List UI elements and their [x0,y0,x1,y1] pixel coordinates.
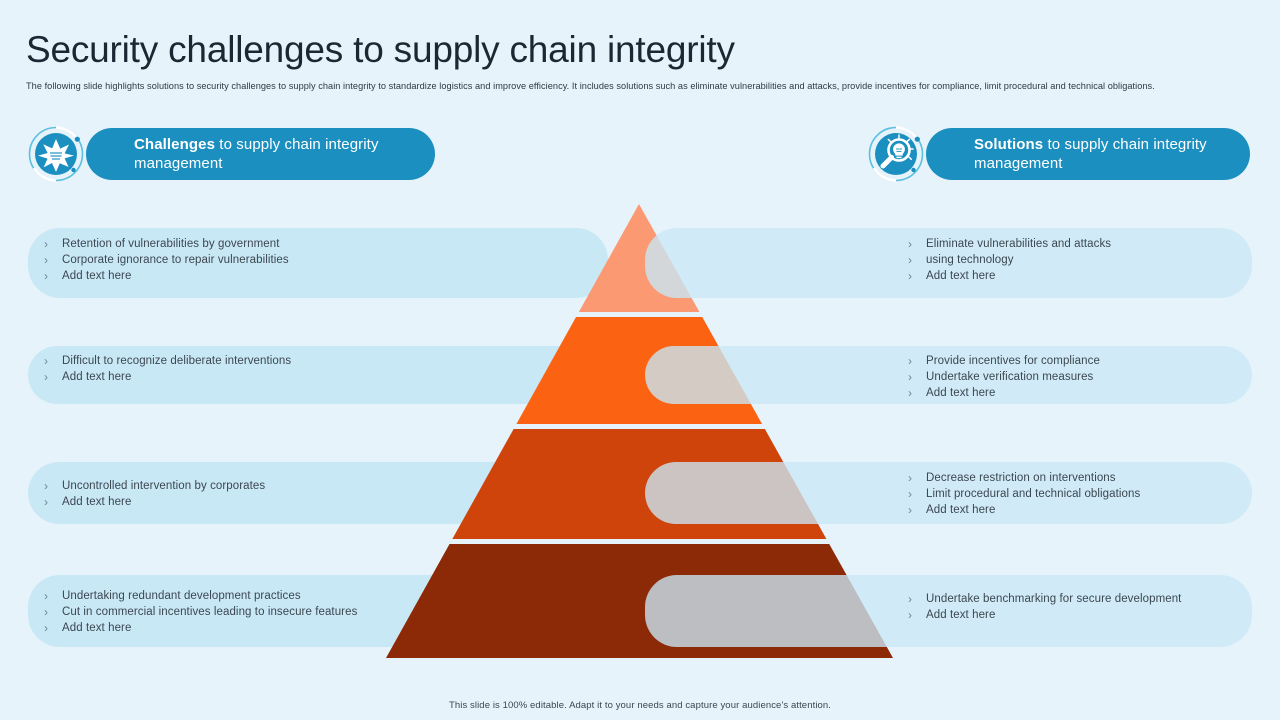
chevron-right-icon: › [908,253,912,267]
solution-list-4: ›Undertake benchmarking for secure devel… [908,591,1181,623]
list-item: ›Corporate ignorance to repair vulnerabi… [44,253,289,267]
broken-shield-burst-icon [28,126,84,182]
list-item: ›Add text here [44,495,132,509]
list-item: ›Add text here [908,503,996,517]
list-item: ›Limit procedural and technical obligati… [908,487,1141,501]
solution-list-1: ›Eliminate vulnerabilities and attacks ›… [908,236,1111,284]
list-item: ›Undertake benchmarking for secure devel… [908,592,1182,606]
chevron-right-icon: › [908,592,912,606]
slide-description: The following slide highlights solutions… [26,81,1155,91]
chevron-right-icon: › [44,354,48,368]
chevron-right-icon: › [44,269,48,283]
page-title: Security challenges to supply chain inte… [26,29,735,70]
list-item: ›Add text here [908,386,996,400]
chevron-right-icon: › [44,479,48,493]
challenge-list-1: ›Retention of vulnerabilities by governm… [44,236,289,284]
chevron-right-icon: › [44,237,48,251]
list-item: ›Add text here [44,621,132,635]
list-item: ›Cut in commercial incentives leading to… [44,605,358,619]
solutions-header-pill[interactable]: Solutions to supply chain integrity mana… [926,128,1250,180]
chevron-right-icon: › [908,269,912,283]
list-item: ›Add text here [44,370,132,384]
chevron-right-icon: › [908,386,912,400]
list-item: ›Add text here [908,608,996,622]
chevron-right-icon: › [44,605,48,619]
challenge-list-4: ›Undertaking redundant development pract… [44,588,357,636]
list-item: ›Retention of vulnerabilities by governm… [44,237,280,251]
list-item: ›Add text here [44,269,132,283]
list-item: ›Decrease restriction on interventions [908,471,1116,485]
challenge-list-3: ›Uncontrolled intervention by corporates… [44,478,265,510]
list-item: ›Add text here [908,269,996,283]
chevron-right-icon: › [44,370,48,384]
challenges-header-pill[interactable]: Challenges to supply chain integrity man… [86,128,435,180]
chevron-right-icon: › [908,608,912,622]
chevron-right-icon: › [44,495,48,509]
solution-list-3: ›Decrease restriction on interventions ›… [908,470,1140,518]
solutions-header-label: Solutions to supply chain integrity mana… [974,136,1207,172]
list-item: ›Undertaking redundant development pract… [44,589,301,603]
solution-list-2: ›Provide incentives for compliance ›Unde… [908,353,1100,401]
challenge-list-2: ›Difficult to recognize deliberate inter… [44,353,291,385]
chevron-right-icon: › [908,354,912,368]
chevron-right-icon: › [44,589,48,603]
chevron-right-icon: › [908,237,912,251]
list-item: ›using technology [908,253,1014,267]
chevron-right-icon: › [908,471,912,485]
list-item: ›Uncontrolled intervention by corporates [44,479,266,493]
chevron-right-icon: › [44,621,48,635]
chevron-right-icon: › [908,487,912,501]
list-item: ›Eliminate vulnerabilities and attacks [908,237,1112,251]
magnifier-lightbulb-icon [868,126,924,182]
list-item: ›Difficult to recognize deliberate inter… [44,354,292,368]
footer-note: This slide is 100% editable. Adapt it to… [448,700,832,711]
chevron-right-icon: › [908,503,912,517]
list-item: ›Undertake verification measures [908,370,1094,384]
challenges-header-label: Challenges to supply chain integrity man… [134,136,379,172]
chevron-right-icon: › [44,253,48,267]
list-item: ›Provide incentives for compliance [908,354,1100,368]
chevron-right-icon: › [908,370,912,384]
